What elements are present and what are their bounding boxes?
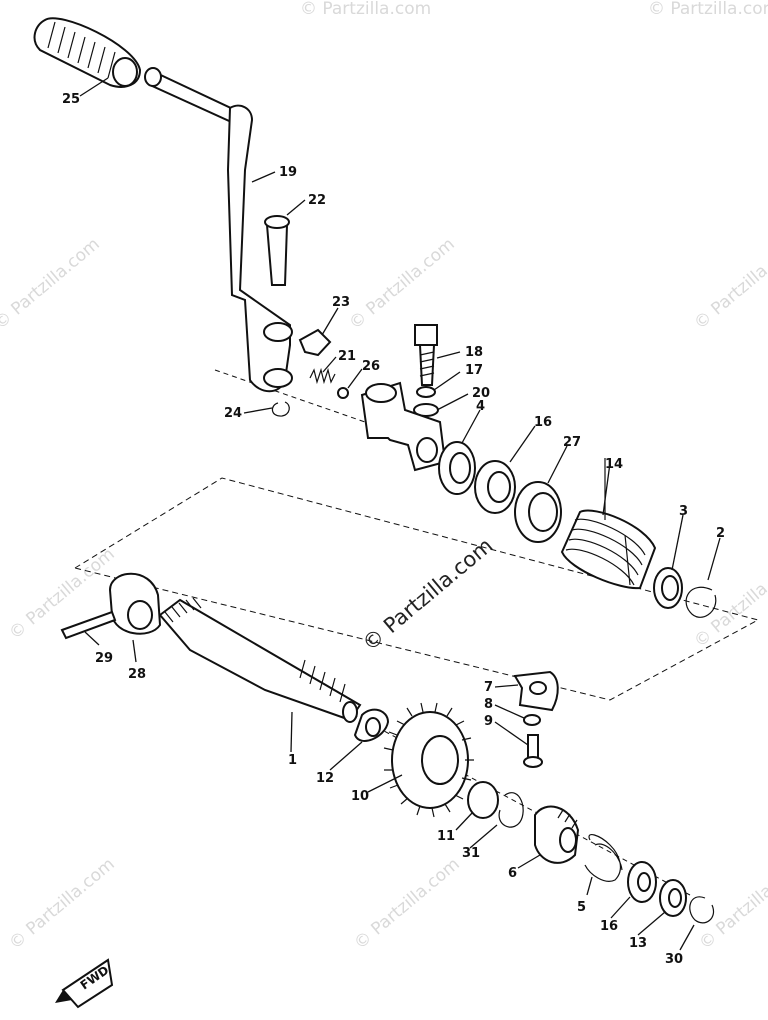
boss-28: [108, 572, 162, 635]
callout-11: 11: [437, 829, 455, 844]
stopper-plate: [513, 670, 559, 712]
pin-29: [60, 610, 117, 640]
callout-3: 3: [679, 504, 688, 519]
watermark-text: © Partzilla.com: [345, 234, 458, 334]
detent-ball: [337, 387, 349, 399]
callout-10: 10: [351, 789, 369, 804]
washer-8: [523, 714, 541, 726]
washer-16b: [627, 861, 657, 903]
callout-4: 4: [476, 399, 485, 414]
watermark-text: © Partzilla.com: [5, 854, 118, 954]
callout-20: 20: [472, 386, 490, 401]
watermark-text: © Partzilla.com: [695, 854, 768, 954]
callout-29: 29: [95, 651, 113, 666]
collar-16: [474, 460, 516, 514]
circlip-30: [689, 896, 715, 924]
callout-8: 8: [484, 697, 493, 712]
callout-30: 30: [665, 952, 683, 967]
circlip-2: [685, 586, 717, 618]
callout-24: 24: [224, 406, 242, 421]
watermark-text: © Partzilla.com: [5, 544, 118, 644]
spring-clip: [298, 328, 332, 357]
bolt: [414, 324, 438, 386]
ratchet-spring: [584, 833, 623, 882]
callout-14: 14: [605, 457, 623, 472]
callout-25: 25: [62, 92, 80, 107]
callout-22: 22: [308, 193, 326, 208]
detent-spring: [309, 367, 336, 385]
kick-arm: [144, 67, 293, 393]
ratchet-6: [534, 805, 580, 864]
callout-23: 23: [332, 295, 350, 310]
watermark-text: © Partzilla.com: [690, 234, 768, 334]
circlip: [271, 401, 290, 417]
assembly-outline: [73, 477, 760, 701]
washer-3: [653, 567, 683, 609]
kick-boss: [360, 381, 447, 472]
pivot-pin: [264, 215, 290, 286]
callout-7: 7: [484, 680, 493, 695]
circlip-31: [498, 792, 524, 828]
watermark-text: © Partzilla.com: [300, 0, 431, 19]
washer-4: [438, 441, 476, 495]
callouts: 25 19 22 23 18 21 26 17 20 24 4 16 27 14…: [62, 92, 725, 967]
callout-2: 2: [716, 526, 725, 541]
washer-13: [659, 879, 687, 917]
screw-9: [523, 734, 543, 768]
washer-12: [353, 708, 390, 742]
callout-31: 31: [462, 846, 480, 861]
lock-washer: [416, 386, 436, 398]
callout-16-upper: 16: [534, 415, 552, 430]
callout-13: 13: [629, 936, 647, 951]
callout-17: 17: [465, 363, 483, 378]
callout-21: 21: [338, 349, 356, 364]
callout-19: 19: [279, 165, 297, 180]
callout-27: 27: [563, 435, 581, 450]
callout-16-lower: 16: [600, 919, 618, 934]
kick-spring: [560, 458, 657, 590]
spring-guide-27: [514, 481, 562, 543]
watermark-text: © Partzilla.com: [648, 0, 768, 19]
leader-lines: [79, 77, 721, 951]
kick-shaft: [158, 597, 362, 723]
callout-26: 26: [362, 359, 380, 374]
callout-12: 12: [316, 771, 334, 786]
callout-28: 28: [128, 667, 146, 682]
kick-grip: [33, 17, 142, 88]
watermark-layer: © Partzilla.com © Partzilla.com © Partzi…: [0, 0, 768, 954]
circlip-11: [467, 781, 499, 819]
callout-6: 6: [508, 866, 517, 881]
center-watermark: © Partzilla.com: [358, 533, 498, 656]
watermark-text: © Partzilla.com: [690, 552, 768, 652]
kick-gear: [383, 702, 474, 818]
callout-9: 9: [484, 714, 493, 729]
watermark-text: © Partzilla.com: [350, 854, 463, 954]
callout-5: 5: [577, 900, 586, 915]
callout-1: 1: [288, 753, 297, 768]
watermark-text: © Partzilla.com: [0, 234, 104, 334]
callout-18: 18: [465, 345, 483, 360]
fwd-arrow-icon: FWD: [55, 958, 114, 1009]
